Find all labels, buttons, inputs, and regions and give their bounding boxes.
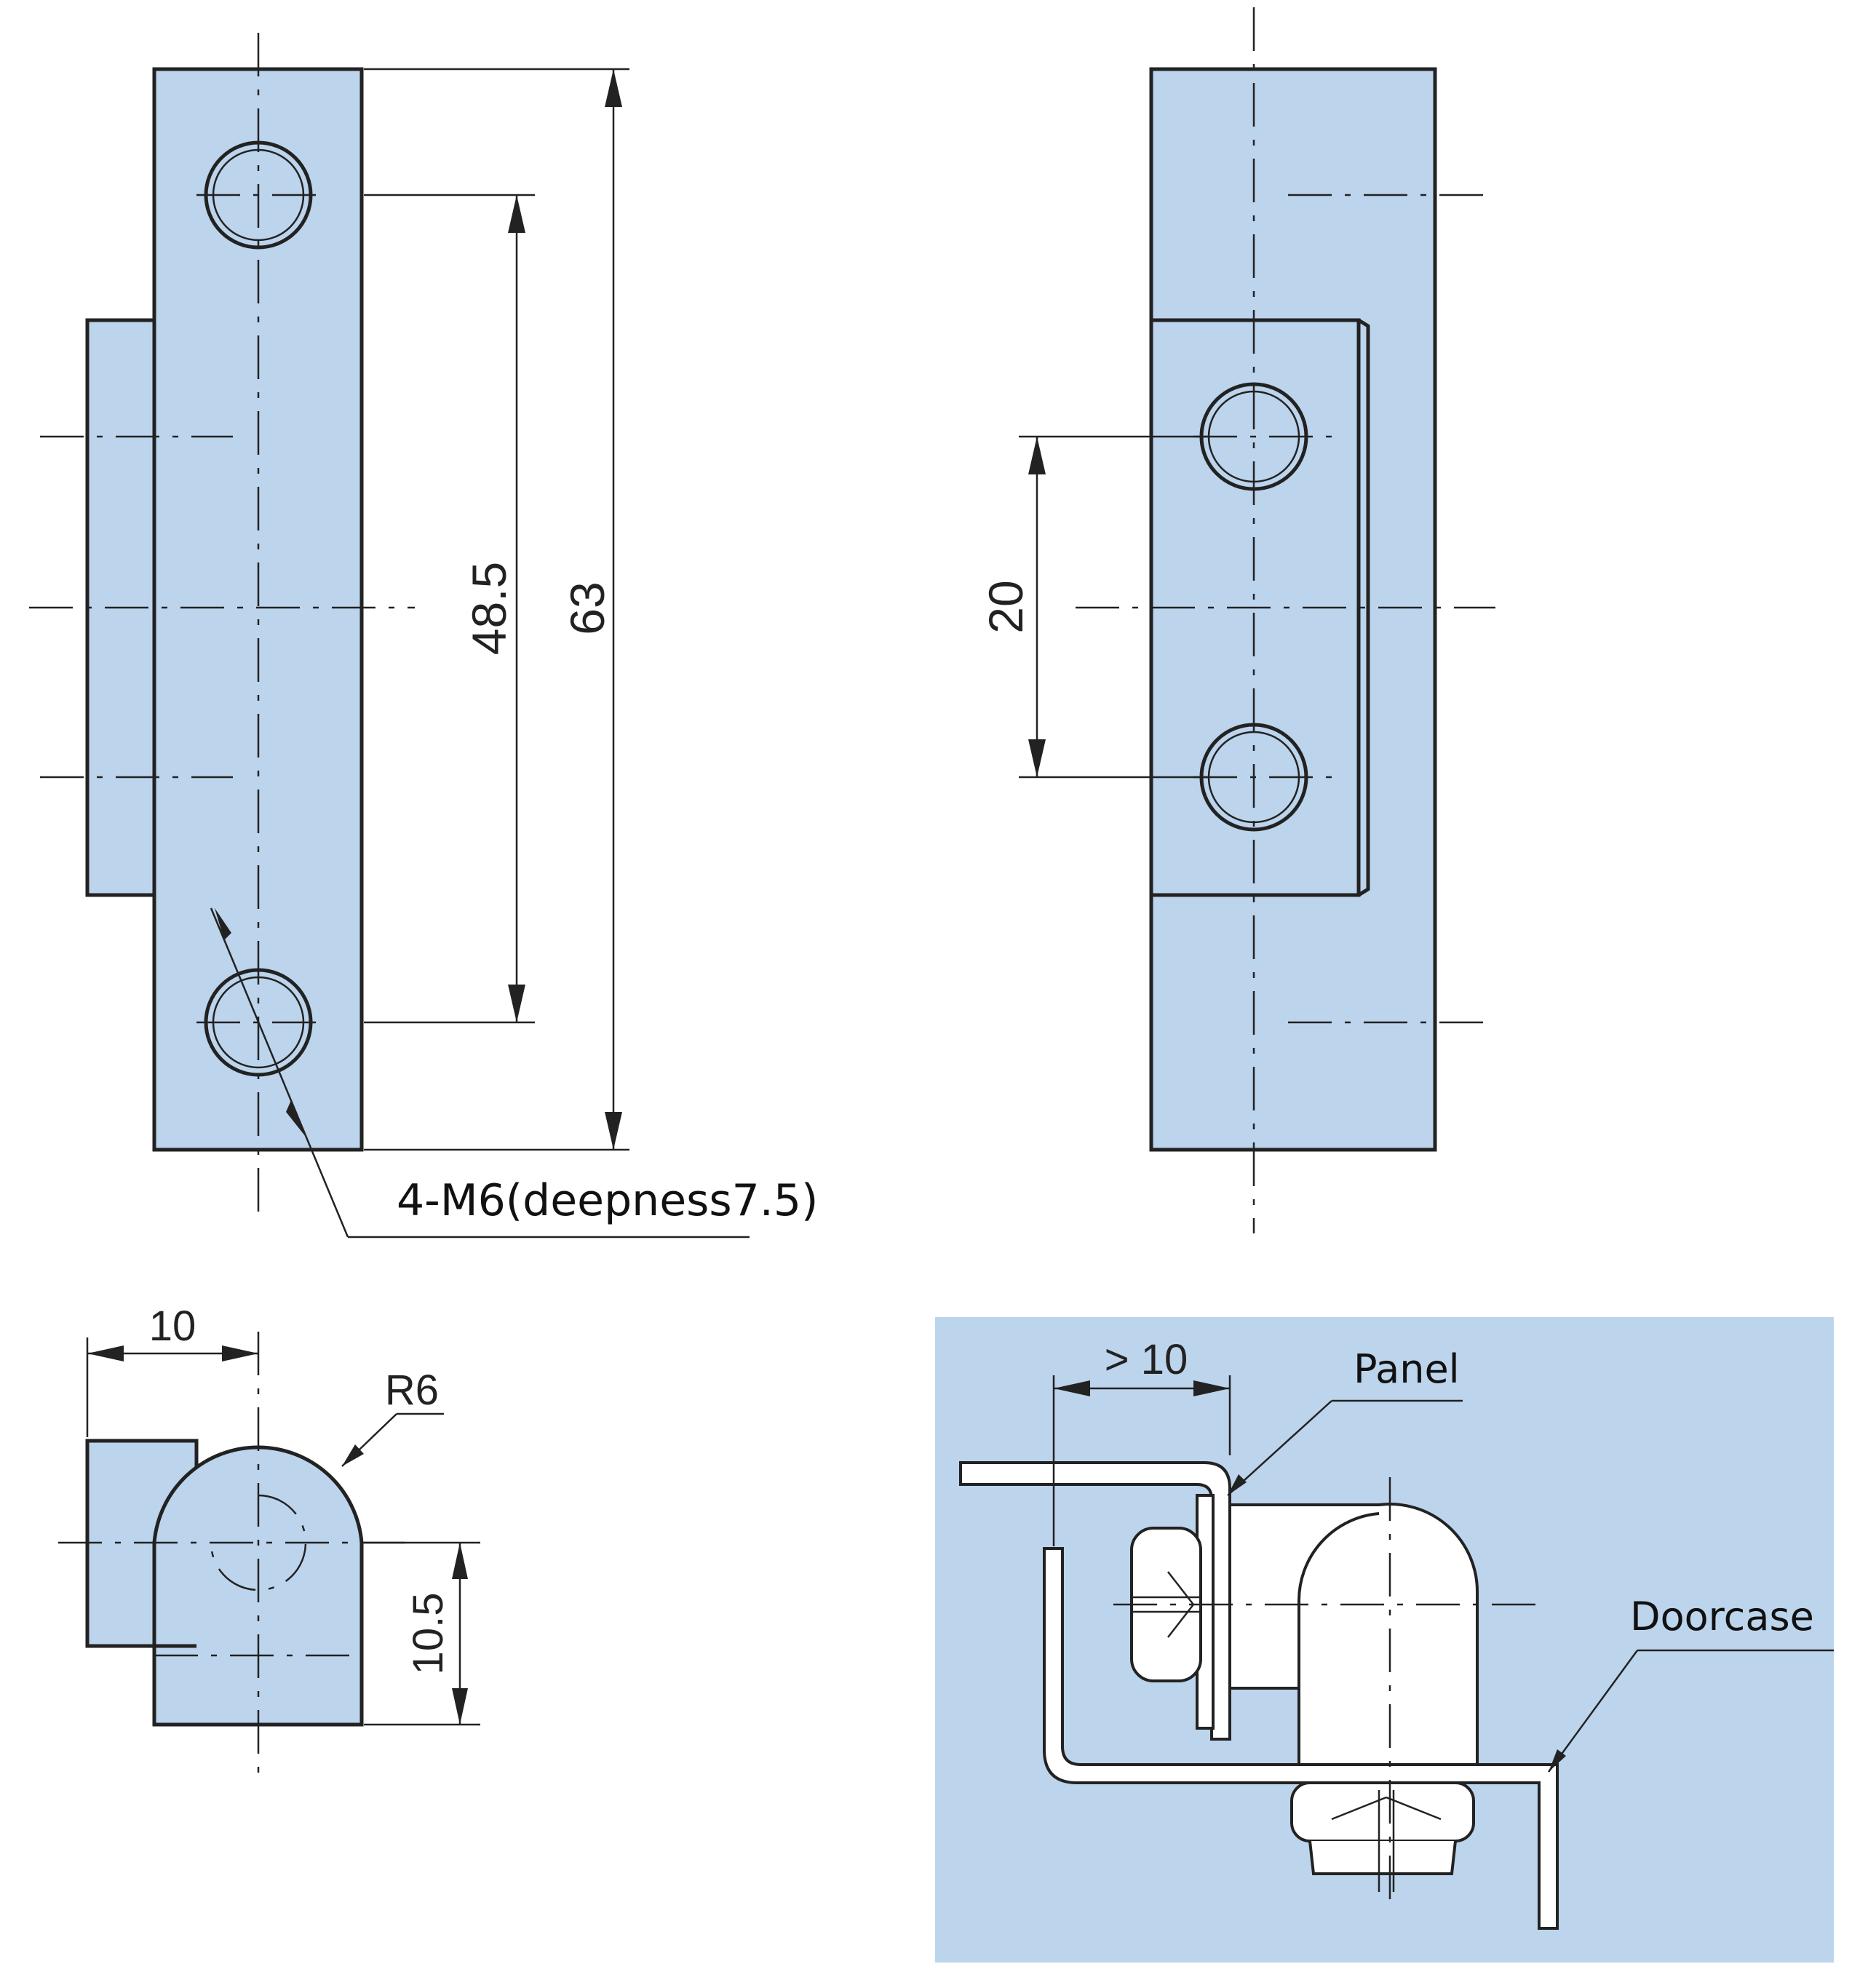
doorcase-screw-head [1290,1781,1475,1842]
back-view: 20 [979,7,1495,1233]
front-view: 48.5 63 4-M6(deepness7.5) [29,33,818,1238]
dimension-48-5-label: 48.5 [462,562,516,655]
doorcase-leader [1547,1650,1639,1773]
panel-label: Panel [1354,1346,1460,1392]
dimension-10-5-label: 10.5 [405,1593,452,1675]
dimension-63-label: 63 [560,581,614,635]
dimension-10-label: 10 [149,1303,196,1350]
thread-callout-leader [210,907,349,1238]
radius-r6-label: R6 [385,1367,439,1414]
panel-leader [1227,1400,1332,1496]
dimension-panel-clearance-label: > 10 [1105,1336,1188,1383]
installation-view: > 10 Panel Doorcase [935,1317,1834,1963]
doorcase-label: Doorcase [1630,1594,1814,1639]
hinge-body [1228,1503,1479,1766]
panel-sheet [959,1461,1231,1741]
doorcase-sheet [1043,1547,1559,1930]
side-view: 10 R6 10.5 [58,1303,480,1783]
dimension-20-label: 20 [979,580,1033,633]
thread-callout-label: 4-M6(deepness7.5) [397,1175,818,1226]
